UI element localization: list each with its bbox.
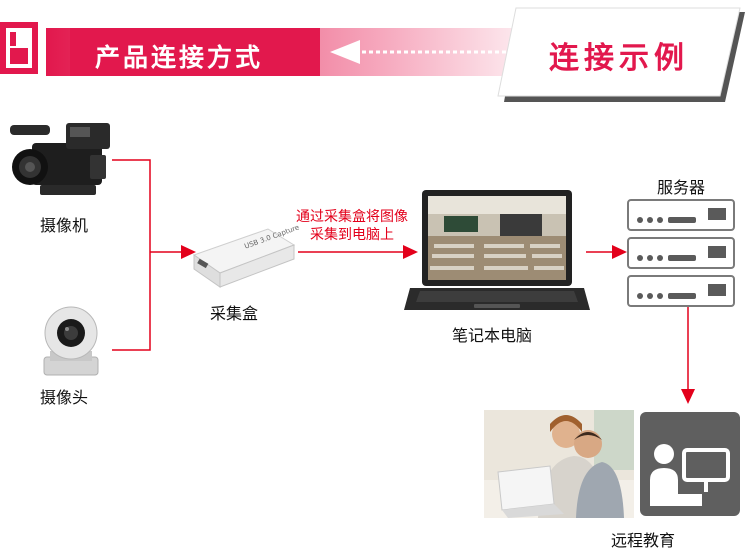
- remote-teacher-icon: [640, 412, 740, 516]
- camcorder-label: 摄像机: [40, 216, 89, 235]
- server-unit-icon: [627, 237, 735, 269]
- ptz-camera-label: 摄像头: [40, 388, 89, 407]
- example-label: 连接示例: [549, 41, 689, 76]
- page-title: 产品连接方式: [95, 43, 264, 72]
- laptop-label: 笔记本电脑: [452, 326, 533, 345]
- arrow-head-icon: [681, 389, 695, 404]
- remote-education-image: [484, 410, 740, 518]
- hand-icon: [0, 22, 38, 74]
- laptop-icon: [404, 190, 590, 310]
- server-stack-icon: [627, 199, 735, 307]
- camcorder-icon: [10, 123, 110, 195]
- annotation-line-2: 采集到电脑上: [310, 227, 394, 243]
- annotation-line-1: 通过采集盒将图像: [296, 209, 408, 225]
- arrow-head-icon: [612, 245, 627, 259]
- remote-education-label: 远程教育: [611, 531, 676, 550]
- header-banner: [0, 7, 745, 102]
- capture-annotation: 通过采集盒将图像 采集到电脑上: [287, 208, 417, 244]
- arrow-head-icon: [181, 245, 196, 259]
- ptz-camera-icon: [43, 306, 99, 376]
- server-unit-icon: [627, 199, 735, 231]
- camera-bracket-line: [112, 159, 151, 351]
- capture-box-icon: [192, 228, 296, 288]
- arrow-head-icon: [403, 245, 418, 259]
- server-unit-icon: [627, 275, 735, 307]
- server-label: 服务器: [657, 178, 706, 197]
- capture-box-label: 采集盒: [210, 304, 259, 323]
